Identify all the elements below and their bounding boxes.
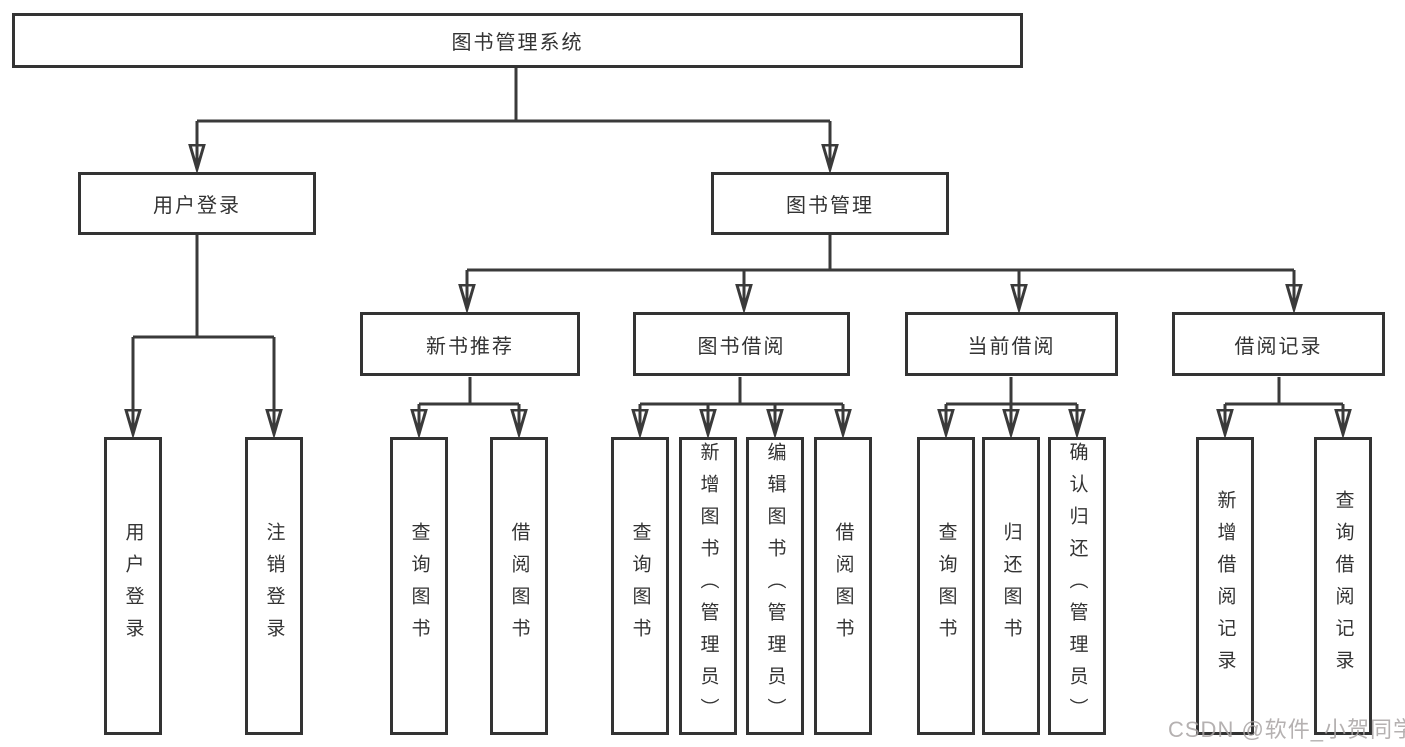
leaf-label: 查询图书 — [935, 522, 957, 650]
leaf-user-login: 用户登录 — [104, 437, 162, 735]
leaf-return-book: 归还图书 — [982, 437, 1040, 735]
leaf-query-borrow-record: 查询借阅记录 — [1314, 437, 1372, 735]
node-label: 借阅记录 — [1234, 335, 1323, 358]
leaf-label: 归还图书 — [1000, 522, 1022, 650]
leaf-label: 确认归还（管理员） — [1066, 442, 1088, 730]
leaf-label: 编辑图书（管理员） — [764, 442, 786, 730]
node-book-borrow: 图书借阅 — [633, 312, 850, 376]
leaf-label: 查询图书 — [629, 522, 651, 650]
leaf-query-book-borrow: 查询图书 — [611, 437, 669, 735]
node-label: 图书管理系统 — [451, 32, 584, 54]
leaf-query-book-recommend: 查询图书 — [390, 437, 448, 735]
leaf-label: 借阅图书 — [508, 522, 530, 650]
leaf-edit-book-admin: 编辑图书（管理员） — [746, 437, 804, 735]
leaf-add-book-admin: 新增图书（管理员） — [679, 437, 737, 735]
node-borrow-records: 借阅记录 — [1172, 312, 1385, 376]
leaf-label: 用户登录 — [122, 522, 144, 650]
leaf-label: 新增借阅记录 — [1214, 490, 1236, 682]
leaf-label: 新增图书（管理员） — [697, 442, 719, 730]
node-label: 图书借阅 — [697, 335, 786, 358]
leaf-query-book-current: 查询图书 — [917, 437, 975, 735]
leaf-borrow-book-recommend: 借阅图书 — [490, 437, 548, 735]
leaf-add-borrow-record: 新增借阅记录 — [1196, 437, 1254, 735]
leaf-logout: 注销登录 — [245, 437, 303, 735]
node-root-library-system: 图书管理系统 — [12, 13, 1023, 68]
leaf-label: 查询借阅记录 — [1332, 490, 1354, 682]
node-book-management: 图书管理 — [711, 172, 949, 235]
leaf-label: 借阅图书 — [832, 522, 854, 650]
node-user-login: 用户登录 — [78, 172, 316, 235]
csdn-watermark: CSDN @软件_小贺同学 — [1168, 717, 1405, 742]
leaf-confirm-return-admin: 确认归还（管理员） — [1048, 437, 1106, 735]
leaf-borrow-book: 借阅图书 — [814, 437, 872, 735]
node-label: 用户登录 — [153, 195, 241, 217]
node-label: 图书管理 — [786, 195, 874, 217]
node-label: 新书推荐 — [426, 335, 514, 358]
node-current-borrow: 当前借阅 — [905, 312, 1118, 376]
leaf-label: 查询图书 — [408, 522, 430, 650]
node-label: 当前借阅 — [967, 335, 1056, 358]
node-new-book-recommend: 新书推荐 — [360, 312, 580, 376]
leaf-label: 注销登录 — [263, 522, 285, 650]
